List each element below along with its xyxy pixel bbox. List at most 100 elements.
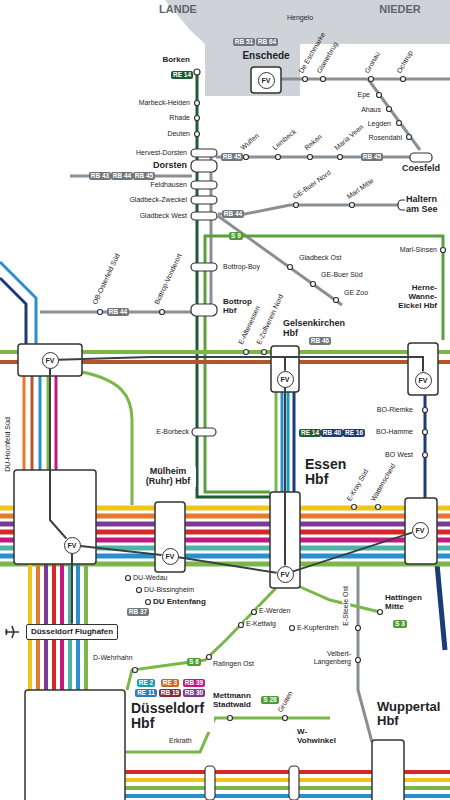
trunk-band [55,376,58,470]
station-text: FV [416,527,425,534]
trunk-band [39,376,42,470]
station-box [251,67,281,93]
station-dot [377,93,382,98]
line-number: RB 44 [224,211,242,218]
rail-connector [178,557,276,572]
station-label: Legden [367,120,392,128]
station-pill [191,160,217,172]
station-box [155,502,185,572]
regional-line [40,79,450,742]
line-number: RE 11 [137,690,155,697]
station-text: FV [419,377,428,384]
station-dot [294,203,299,208]
line-number: RB 30 [185,690,203,697]
station-dot [303,77,308,82]
line-badge: RB 45 [361,153,383,162]
station-box [372,740,404,800]
station-text: FV [68,542,77,549]
station-label: Ochtrup [395,50,414,75]
station-label: Mülheim (Ruhr) Hbf [140,467,196,487]
line-badge: S 9 [229,232,243,241]
station-label: Haltern am See [405,195,445,215]
line-number: RB 45 [135,173,153,180]
station-label: Ahaus [360,106,382,114]
station-label: DU-Bissingheim [143,586,195,594]
station-dot [98,69,446,721]
station-label: Herne-Wanne-Eickel Hbf [388,284,438,310]
line-badge: RB 37 [127,608,149,617]
station-label: Marl-Sinsen [399,246,438,254]
line-number: RB 19 [161,690,179,697]
station-label: Erkrath [168,737,193,745]
regional-line [218,205,400,214]
station-label: Bottrop-Boy [222,263,261,271]
station-dot [356,626,361,631]
airport-icon [5,626,19,638]
line-number: RB 43 [91,173,109,180]
station-label: E-Zollverein Nord [255,293,285,346]
line-number: RB 37 [129,609,147,616]
regional-line [216,156,420,159]
station-label: Hengelo [287,14,313,22]
station-label: Gruiten [276,690,294,714]
rail-connector [80,546,161,555]
rail-connector [285,357,423,372]
hub-circle: FV [412,522,429,539]
station-pill [192,428,216,436]
station-label: E-Kupferdreh [296,624,340,632]
station-label: Epe [357,91,371,99]
station-label: GE Zoo [343,289,369,297]
line-number: RB 44 [113,173,131,180]
station-dot [133,668,138,673]
line-number: S 28 [263,697,276,704]
station-dot [228,716,233,721]
line-badge: RB 51 [233,38,255,47]
station-dot [290,626,295,631]
line-badge: RE 2 [137,679,155,688]
station-label: E-Werden [258,607,291,615]
station-dot [401,77,406,82]
line-number: RE 14 [301,430,319,437]
rail-connector [50,369,66,539]
line-number: RB 46 [311,338,329,345]
station-pill [191,304,217,316]
line-badge: RE 14 [299,429,321,438]
station-label: BO-Hamme [375,428,414,436]
station-dot [195,132,200,137]
station-label: GE-Buer Süd [320,271,364,279]
station-label: Maria Veen [333,123,365,152]
station-dot [137,588,142,593]
station-label: Rosendahl [368,134,403,142]
station-label: E-Kettwig [245,620,277,628]
station-pill [191,212,217,220]
station-dot [423,453,428,458]
station-dot [126,576,131,581]
station-pill [191,149,217,157]
station-dot [239,623,244,628]
station-label: Gladbeck-Zweckel [128,196,188,204]
trunk-band [287,392,290,493]
station-label: Marbeck-Heiden [138,99,191,107]
border-region [165,0,450,96]
station-label: Essen Hbf [304,457,354,488]
station-text: FV [281,571,290,578]
station-dot [356,658,361,663]
line-number: RE 14 [173,72,191,79]
station-text: Düsseldorf Flughafen [31,628,113,637]
station-dot [308,155,313,160]
blue-line [0,278,26,345]
station-label: BO-Riemke [376,406,414,414]
station-label: Gladbeck West [139,212,188,220]
line-badge: RB 19 [159,689,181,698]
station-pill [410,153,432,162]
line-badge: RE 14 [171,71,193,80]
station-label: OB-Osterfeld Süd [91,253,121,306]
station-label: Wuppertal Hbf [376,700,450,729]
line-badge: RB 30 [183,689,205,698]
line-number: RB 51 [235,39,253,46]
hub-circle: FV [277,371,294,388]
station-label: Dorsten [152,161,188,171]
border-region [165,0,450,96]
rail-connector [293,533,412,572]
station-box [25,690,125,800]
